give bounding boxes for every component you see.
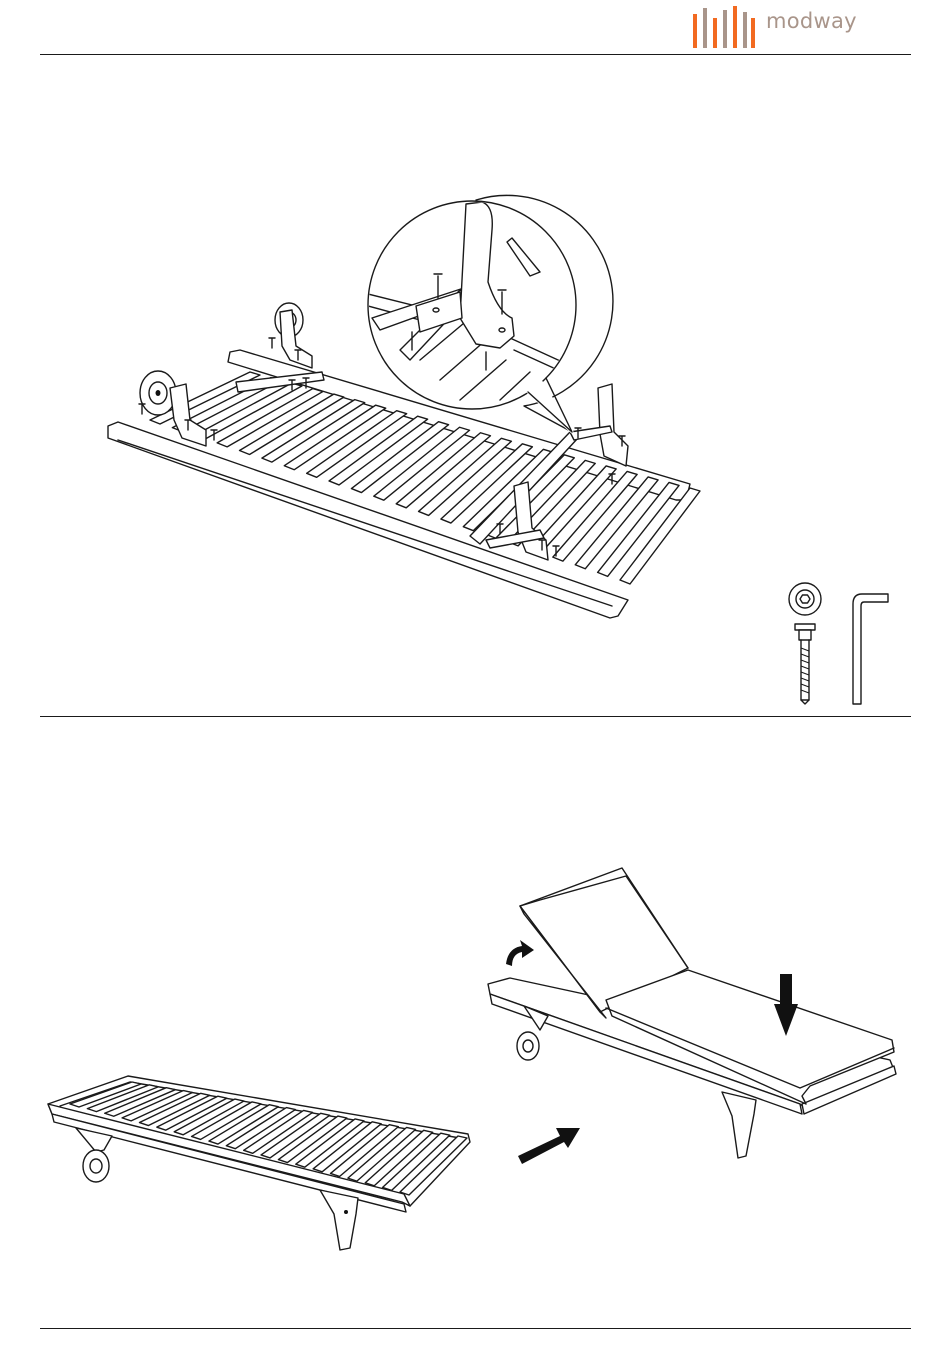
logo-bar [751, 18, 755, 48]
step-1-figure [0, 60, 950, 715]
step-divider [40, 716, 911, 717]
brand-logo: modway [0, 0, 950, 60]
logo-bar [733, 6, 737, 48]
logo-bar [693, 14, 697, 48]
header-divider [40, 54, 911, 55]
allen-key-icon [853, 594, 888, 704]
bolt-with-washer-icon [789, 583, 821, 704]
wheel-icon [83, 1150, 109, 1182]
wheel-icon [517, 1032, 539, 1060]
logo-bar [713, 18, 717, 48]
flip-arrow-icon [518, 1128, 580, 1164]
hardware-parts [0, 60, 950, 715]
logo-bar [743, 12, 747, 48]
logo-bar [703, 8, 707, 48]
step-2-figure [0, 720, 950, 1320]
brand-name: modway [766, 9, 857, 33]
logo-bar [723, 10, 727, 48]
footer-divider [40, 1328, 911, 1329]
lounger-frame-upright-illustration [0, 720, 950, 1320]
curved-arrow-icon [506, 940, 534, 966]
